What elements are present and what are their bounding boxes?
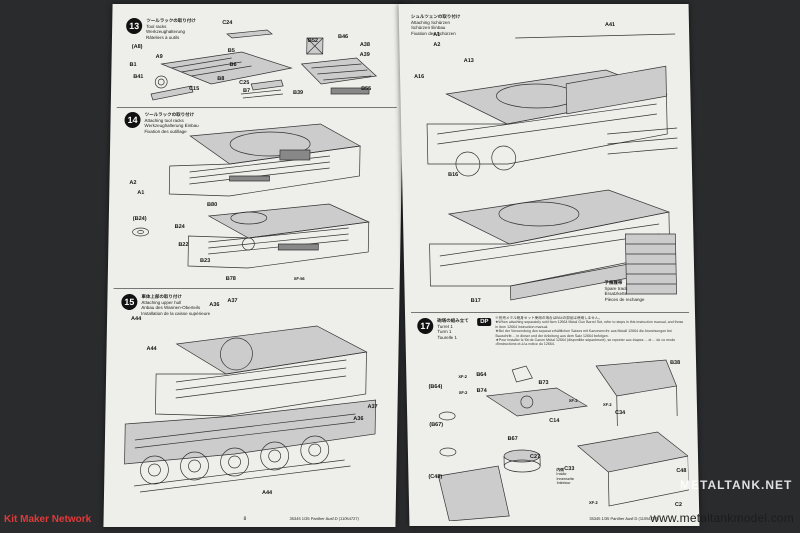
label-step13-3: B52 [307, 38, 319, 44]
label-step17-15: XF-2 [588, 500, 598, 505]
label-step17-paren-2: (C48) [428, 474, 443, 480]
label-step15-5: A44 [261, 490, 273, 496]
label-step14-1: A1 [137, 190, 145, 196]
step-13-title-jp: ツールラックの取り付け [146, 18, 196, 23]
step-17-title: 砲塔の組み立て Turret 1 Turm 1 Tourelle 1 [437, 318, 469, 340]
label-step17-8: B67 [507, 436, 518, 442]
label-step13-15: B55 [361, 86, 372, 92]
divider-13-14 [116, 107, 397, 108]
divider-14-15 [113, 288, 394, 289]
label-step17-4: XF-2 [458, 374, 468, 379]
label-step15-4: A36 [353, 416, 364, 422]
label-step17-9: C27 [529, 454, 541, 460]
label-step13-14: B39 [292, 90, 304, 96]
part-b24-washer-drawing [132, 227, 149, 237]
label-step16-0: A41 [604, 22, 616, 28]
label-step16-5: A1 [433, 32, 441, 38]
inside-fr: Intérieur [556, 481, 571, 486]
label-step13-1: B5 [227, 48, 235, 54]
label-step13-5: A39 [359, 52, 370, 58]
label-step16-6: A2 [433, 42, 441, 48]
step-13-drawing [150, 29, 378, 101]
label-step13-2: B6 [229, 62, 237, 68]
dp-badge: DP [477, 318, 492, 326]
label-step14-7: XF-56 [293, 276, 305, 281]
left-page-footer: 35345 1/35 Panther Ausf.D (11054727) [289, 516, 359, 521]
right-page: シュルツェンの取り付け Attaching Schürzen Schürzen … [398, 4, 700, 526]
step-17-title-fr: Tourelle 1 [437, 334, 458, 340]
label-step17-11: C48 [676, 468, 687, 474]
label-step15-2: A44 [131, 316, 142, 322]
right-page-footer: 35345 1/35 Panther Ausf.D (11054727) [589, 516, 659, 521]
label-step17-paren-0: (B64) [428, 384, 443, 390]
label-step13-7: B1 [129, 62, 137, 68]
label-step17-5: XF-2 [458, 390, 468, 395]
note-fr: ★Pour installer le fût de Canon Métal 12… [495, 338, 676, 347]
label-step16-3: B16 [448, 172, 459, 178]
step-17-number: 17 [417, 318, 434, 334]
label-step13-10: C15 [189, 86, 200, 92]
label-step17-13: XF-2 [568, 398, 578, 403]
label-step16-4: B17 [470, 298, 481, 304]
label-step16-1: A16 [413, 74, 425, 80]
label-step13-12: C25 [239, 80, 250, 86]
step-16-title-jp: シュルツェンの取り付け [410, 14, 461, 19]
label-step17-6: C14 [549, 418, 560, 424]
label-step13-0: C24 [222, 20, 233, 26]
label-step15-6: A44 [146, 346, 157, 352]
label-step13-6: A38 [359, 42, 370, 48]
label-step14-3: B24 [174, 224, 185, 230]
label-step17-12: C2 [674, 502, 683, 508]
divider-16-17 [410, 312, 690, 313]
spare-track-caption: 予備履帯 Spare track Ersatzkette Pièces de r… [604, 280, 644, 302]
step-17-drawing [437, 359, 690, 521]
watermark-right: www.metaltankmodel.com [650, 511, 794, 525]
watermark-left: Kit Maker Network [4, 514, 92, 525]
label-step14-2: B80 [207, 202, 218, 208]
step-15-drawing [124, 325, 377, 493]
label-step17-7: C34 [615, 410, 626, 416]
label-step14-6: B78 [225, 276, 236, 282]
label-step15-0: A36 [209, 302, 220, 308]
label-step15-1: A37 [227, 298, 238, 304]
spare-track-fr: Pièces de rechange [604, 296, 645, 302]
label-step14-paren: (B24) [132, 216, 147, 222]
label-step14-5: B23 [200, 258, 211, 264]
step-14-drawing [168, 123, 371, 269]
step-17-title-jp: 砲塔の組み立て [437, 318, 469, 323]
step-17-notes: ※別売メタル砲身セット使用の場合はB64の部品は使用しません。 ★When at… [495, 316, 686, 347]
label-step13-unmark: (A8) [131, 44, 143, 50]
label-step14-4: B22 [178, 242, 189, 248]
step-16-drawing [426, 33, 678, 301]
note-de: ★Bei der Verwendung des separat erhältli… [495, 329, 673, 338]
label-step17-14: XF-2 [602, 402, 612, 407]
left-page-number: 8 [243, 516, 247, 522]
label-step16-2: A13 [463, 58, 474, 64]
label-step15-3: A37 [367, 404, 378, 410]
label-step13-4: B46 [337, 34, 349, 40]
label-step17-0: B38 [669, 360, 681, 366]
label-step17-3: B73 [538, 380, 549, 386]
label-step13-9: B41 [133, 74, 144, 80]
label-step13-13: B7 [242, 88, 251, 94]
label-step17-2: B74 [476, 388, 487, 394]
inside-caption: 内側 Inside Innenseite Intérieur [556, 468, 574, 486]
note-en: ★When attaching separately sold Item 126… [495, 320, 684, 329]
left-page: 13 ツールラックの取り付け Tool racks Werkzeughalter… [103, 4, 405, 527]
watermark-logo: METALTANK.NET [680, 478, 793, 492]
label-step14-0: A2 [129, 180, 137, 186]
label-step17-paren-1: (B67) [429, 422, 444, 428]
label-step13-11: B8 [217, 76, 225, 82]
label-step13-8: A9 [155, 54, 163, 60]
label-step17-1: B64 [476, 372, 487, 378]
